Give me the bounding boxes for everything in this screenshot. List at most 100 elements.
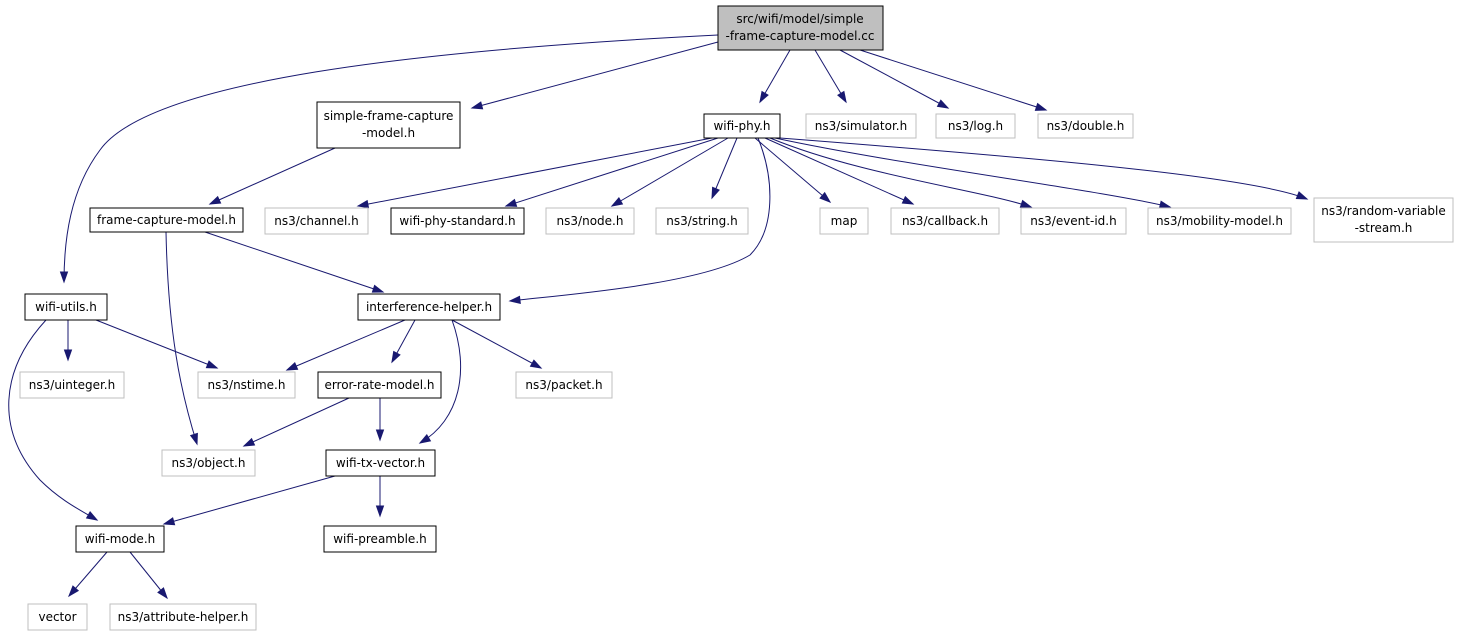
edge-ih-to-packet (451, 319, 542, 369)
node-ns3-random-variable-stream-h[interactable]: ns3/random-variable -stream.h (1313, 197, 1454, 243)
node-ns3-uinteger-h[interactable]: ns3/uinteger.h (19, 371, 125, 399)
edge-root-to-simple-fcm (471, 41, 719, 109)
edge-root-to-log-arrowhead (936, 99, 950, 109)
node-ns3-object-h[interactable]: ns3/object.h (161, 449, 256, 477)
edge-wifi-phy-to-channel-arrowhead (356, 199, 370, 209)
edge-wifi-utils-to-uinteger-arrowhead (63, 349, 73, 362)
node-double-label: ns3/double.h (1047, 119, 1125, 133)
node-channel-label: ns3/channel.h (274, 214, 358, 228)
edge-wifi-phy-to-map-arrowhead (819, 191, 832, 203)
edge-wifi-phy-to-callback-arrowhead (901, 195, 915, 205)
edge-wifi-phy-to-event-id-arrowhead (1019, 199, 1033, 208)
node-wifi-tx-vector-h[interactable]: wifi-tx-vector.h (325, 449, 436, 477)
node-wifi-mode-h[interactable]: wifi-mode.h (75, 525, 165, 553)
edge-fcm-to-object-arrowhead (189, 432, 198, 446)
edge-root-to-wifi-utils-arrowhead (59, 271, 69, 284)
node-rvs-label-2: -stream.h (1355, 221, 1413, 235)
node-ns3-simulator-h[interactable]: ns3/simulator.h (805, 113, 917, 139)
edge-root-to-simple-fcm-arrowhead (470, 101, 484, 110)
edge-ih-to-txv-arrowhead (418, 434, 432, 444)
node-ns3-nstime-h[interactable]: ns3/nstime.h (197, 371, 296, 399)
node-phy-standard-label: wifi-phy-standard.h (399, 214, 515, 228)
node-simple-fcm-label-2: -model.h (362, 126, 415, 140)
node-ih-label: interference-helper.h (366, 300, 492, 314)
edge-wifi-phy-to-node (611, 137, 729, 207)
node-packet-label: ns3/packet.h (525, 378, 602, 392)
edge-ih-to-nstime-arrowhead (285, 362, 299, 371)
node-root[interactable]: src/wifi/model/simple -frame-capture-mod… (717, 5, 884, 51)
node-wifi-phy-h[interactable]: wifi-phy.h (703, 113, 781, 139)
node-txv-label: wifi-tx-vector.h (336, 456, 425, 470)
node-rvs-label-1: ns3/random-variable (1321, 204, 1446, 218)
node-interference-helper-h[interactable]: interference-helper.h (357, 293, 501, 321)
edge-wifi-phy-to-node-arrowhead (610, 197, 624, 207)
node-string-label: ns3/string.h (666, 214, 737, 228)
node-wifi-phy-label: wifi-phy.h (713, 119, 770, 133)
edge-wifi-phy-to-phy-standard-arrowhead (504, 198, 518, 207)
node-object-label: ns3/object.h (172, 456, 246, 470)
edge-ih-to-erm-arrowhead (391, 350, 401, 364)
node-preamble-label: wifi-preamble.h (333, 532, 427, 546)
node-ns3-log-h[interactable]: ns3/log.h (935, 113, 1016, 139)
edge-ih-to-packet-arrowhead (529, 359, 543, 369)
node-ns3-packet-h[interactable]: ns3/packet.h (515, 371, 613, 399)
node-ns3-attribute-helper-h[interactable]: ns3/attribute-helper.h (109, 603, 257, 631)
edge-ih-to-nstime (286, 319, 406, 371)
node-wifi-mode-label: wifi-mode.h (85, 532, 156, 546)
edge-ih-to-txv (419, 319, 462, 444)
edge-wifi-phy-to-channel (357, 137, 713, 207)
edges-layer (8, 34, 1309, 600)
edge-wifi-utils-to-wifi-mode-arrowhead (85, 511, 99, 521)
node-root-label-1: src/wifi/model/simple (736, 12, 863, 26)
node-vector-label: vector (38, 610, 76, 624)
edge-wifi-phy-to-mobility (774, 137, 1171, 208)
node-ns3-mobility-model-h[interactable]: ns3/mobility-model.h (1147, 207, 1292, 235)
node-ns3-node-h[interactable]: ns3/node.h (545, 207, 635, 235)
node-callback-label: ns3/callback.h (902, 214, 988, 228)
node-nstime-label: ns3/nstime.h (208, 378, 286, 392)
edge-root-to-double (859, 49, 1047, 111)
node-wifi-utils-h[interactable]: wifi-utils.h (24, 293, 108, 321)
edge-root-to-simulator-arrowhead (837, 90, 847, 104)
node-simple-frame-capture-model-h[interactable]: simple-frame-capture -model.h (316, 101, 461, 149)
edge-wifi-phy-to-string (711, 137, 738, 199)
node-node-label: ns3/node.h (557, 214, 624, 228)
node-ns3-string-h[interactable]: ns3/string.h (655, 207, 749, 235)
node-error-rate-model-h[interactable]: error-rate-model.h (317, 371, 442, 399)
node-fcm-label: frame-capture-model.h (97, 213, 236, 227)
node-mobility-label: ns3/mobility-model.h (1156, 214, 1283, 228)
edge-fcm-to-ih (204, 231, 384, 293)
node-attr-label: ns3/attribute-helper.h (118, 610, 249, 624)
edge-wifi-phy-to-ih (509, 137, 771, 302)
node-vector[interactable]: vector (27, 603, 88, 631)
node-simple-fcm-label-1: simple-frame-capture (324, 109, 454, 123)
node-erm-label: error-rate-model.h (324, 378, 434, 392)
node-ns3-channel-h[interactable]: ns3/channel.h (264, 207, 369, 235)
node-wifi-phy-standard-h[interactable]: wifi-phy-standard.h (390, 207, 525, 235)
edge-simple-fcm-to-fcm-arrowhead (208, 195, 222, 205)
edge-simple-fcm-to-fcm (209, 147, 336, 205)
edge-fcm-to-ih-arrowhead (371, 284, 385, 293)
edge-wifi-phy-to-mobility-arrowhead (1158, 200, 1172, 209)
node-frame-capture-model-h[interactable]: frame-capture-model.h (89, 207, 244, 233)
node-simulator-label: ns3/simulator.h (815, 119, 907, 133)
node-ns3-event-id-h[interactable]: ns3/event-id.h (1020, 207, 1127, 235)
edge-wifi-mode-to-attr-arrowhead (157, 587, 168, 600)
node-ns3-double-h[interactable]: ns3/double.h (1037, 113, 1134, 139)
node-wifi-preamble-h[interactable]: wifi-preamble.h (323, 525, 437, 553)
node-map-label: map (831, 214, 858, 228)
edge-root-to-wifi-utils (63, 34, 719, 283)
edge-wifi-utils-to-wifi-mode (8, 319, 98, 521)
node-ns3-callback-h[interactable]: ns3/callback.h (890, 207, 1000, 235)
edge-root-to-double-arrowhead (1034, 102, 1048, 111)
edge-erm-to-txv-arrowhead (375, 429, 385, 442)
edge-wifi-phy-to-map (754, 137, 831, 203)
edge-wifi-phy-to-rvs-arrowhead (1295, 191, 1309, 200)
edge-wifi-phy-to-ih-arrowhead (508, 295, 521, 304)
node-map[interactable]: map (819, 207, 869, 235)
edge-wifi-phy-to-event-id (769, 137, 1032, 208)
edge-wifi-utils-to-nstime (95, 319, 218, 369)
node-wifi-utils-label: wifi-utils.h (35, 300, 97, 314)
node-event-id-label: ns3/event-id.h (1030, 214, 1116, 228)
